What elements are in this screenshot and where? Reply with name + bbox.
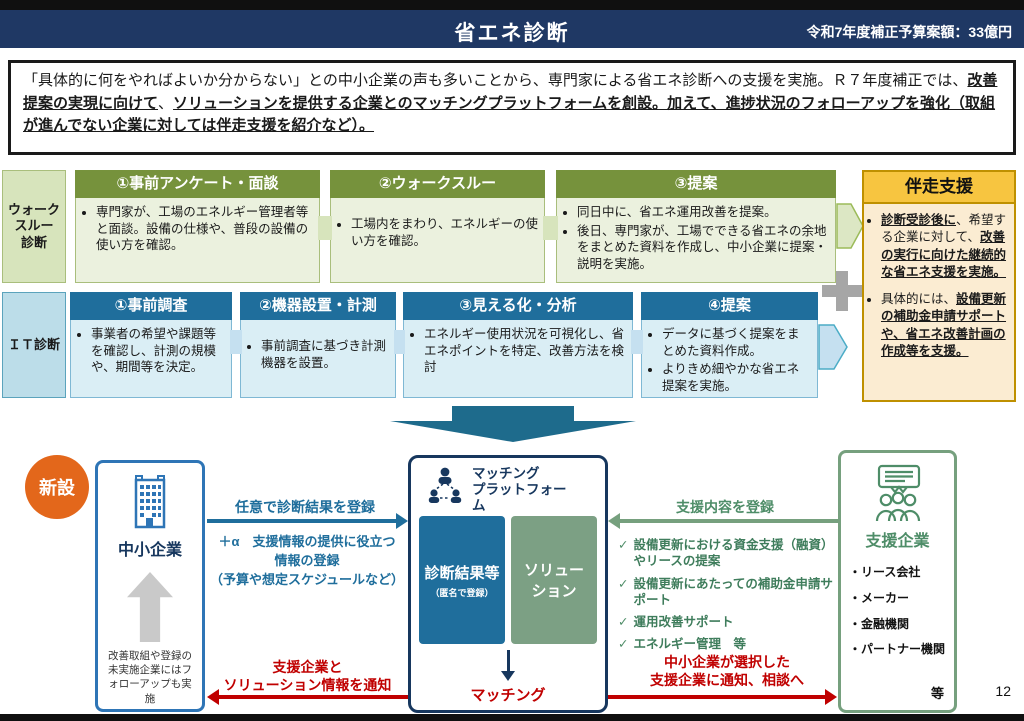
top-black-strip	[0, 0, 1024, 10]
checklist-item: 運用改善サポート	[633, 615, 734, 629]
supporters-name: 支援企業	[865, 533, 930, 550]
down-arrowhead-icon	[501, 671, 515, 681]
sme-note: 改善取組や登録の未実施企業にはフォローアップも実施	[108, 650, 192, 705]
walkthrough-label-line: スルー	[14, 218, 54, 234]
it-step-3-title: ③見える化・分析	[403, 292, 633, 320]
checklist-item: エネルギー管理 等	[633, 637, 746, 652]
connector	[394, 330, 405, 354]
supporter-item: ・パートナー機関	[849, 642, 946, 657]
notify-supporter-label: 中小企業が選択した 支援企業に通知、相談へ	[650, 654, 804, 689]
companion-support-box: 伴走支援 診断受診後に、希望する企業に対して、改善の実行に向けた継続的な省エネ支…	[862, 170, 1016, 402]
support-checklist: ✓ 設備更新における資金支援（融資）やリースの提案 ✓ 設備更新にあたっての補助金申…	[618, 537, 840, 659]
supporters-box: 支援企業 ・リース会社 ・メーカー ・金融機関 ・パートナー機関 等	[838, 450, 957, 713]
wt-step-2: ②ウォークスルー 工場内をまわり、エネルギーの使い方を確認。	[330, 170, 545, 283]
up-arrow-icon	[127, 572, 173, 642]
checklist-item: 設備更新にあたっての補助金申請サポート	[633, 576, 833, 607]
down-arrow-icon	[506, 650, 510, 672]
companion-support-title: 伴走支援	[864, 172, 1014, 204]
diagnosis-results-label: 診断結果等	[424, 564, 500, 582]
budget-label: 令和7年度補正予算案額：33億円	[806, 24, 1012, 40]
it-step-1: ①事前調査 事業者の希望や課題等を確認し、計測の規模や、期間等を決定。	[70, 292, 232, 398]
it-step-2-bullet: 事前調査に基づき計測機器を設置。	[261, 338, 389, 371]
notify-sme-label: 支援企業と ソリューション情報を通知	[223, 659, 392, 694]
it-step-3-bullet: エネルギー使用状況を可視化し、省エネポイントを特定、改善方法を検討	[424, 326, 626, 376]
wt-step-1-title: ①事前アンケート・面談	[75, 170, 320, 198]
it-step-2: ②機器設置・計測 事前調査に基づき計測機器を設置。	[240, 292, 396, 398]
page-title: 省エネ診断	[454, 22, 570, 45]
blue-flow-arrow-icon	[818, 324, 848, 375]
green-arrowhead-icon	[608, 513, 620, 529]
red-right-arrow-line	[608, 695, 825, 699]
green-flow-arrow-icon	[836, 203, 864, 254]
intro-box: 「具体的に何をやればよいか分からない」との中小企業の声も多いことから、専門家によ…	[8, 60, 1016, 155]
it-step-1-title: ①事前調査	[70, 292, 232, 320]
walkthrough-label-line: 診断	[20, 234, 47, 250]
register-support-label: 支援内容を登録	[676, 499, 774, 515]
matching-platform-box: マッチング プラットフォーム 診断結果等 （匿名で登録） ソリューション マッチ…	[408, 455, 608, 713]
sme-box: 中小企業 改善取組や登録の未実施企業にはフォローアップも実施	[95, 460, 205, 712]
platform-title: マッチング プラットフォーム	[472, 466, 567, 514]
wt-step-3-title: ③提案	[556, 170, 836, 198]
supporters-people-icon	[875, 464, 920, 522]
wt-step-2-bullet: 工場内をまわり、エネルギーの使い方を確認。	[351, 216, 538, 249]
sme-name: 中小企業	[117, 542, 182, 559]
diagnosis-results-sub: （匿名で登録）	[430, 587, 494, 598]
green-arrow-line	[620, 519, 838, 523]
companion-support-bullet: 具体的には、設備更新の補助金申請サポートや、省エネ改善計画の作成等を支援。	[881, 291, 1009, 360]
title-bar: 省エネ診断 令和7年度補正予算案額：33億円	[0, 10, 1024, 48]
it-step-1-bullet: 事業者の希望や課題等を確認し、計測の規模や、期間等を決定。	[91, 326, 225, 376]
network-people-icon	[428, 467, 462, 503]
blue-arrowhead-icon	[396, 513, 408, 529]
solution-label: ソリューション	[523, 562, 584, 600]
wt-step-1: ①事前アンケート・面談 専門家が、工場のエネルギー管理者等と面談。設備の仕様や、…	[75, 170, 320, 283]
it-step-4-bullet: よりきめ細やかな省エネ提案を実施。	[662, 361, 811, 394]
plus-icon	[822, 271, 862, 311]
wt-step-2-title: ②ウォークスルー	[330, 170, 545, 198]
blue-arrow-line	[207, 519, 397, 523]
walkthrough-row-label: ウォーク スルー 診断	[2, 170, 66, 283]
wt-step-3: ③提案 同日中に、省エネ運用改善を提案。 後日、専門家が、工場でできる省エネの余…	[556, 170, 836, 283]
it-step-4-bullet: データに基づく提案をまとめた資料作成。	[662, 326, 811, 359]
supporter-item: ・リース会社	[849, 565, 921, 579]
supporter-item: ・メーカー	[849, 590, 910, 605]
solution-box: ソリューション	[511, 516, 597, 644]
it-label: ＩＴ診断	[7, 336, 60, 352]
page-number: 12	[995, 683, 1011, 699]
companion-support-bullet: 診断受診後に、希望する企業に対して、改善の実行に向けた継続的な省エネ支援を実施。	[881, 212, 1009, 281]
walkthrough-label-line: ウォーク	[7, 202, 60, 218]
red-left-arrow-line	[219, 695, 408, 699]
big-down-arrow-icon	[390, 406, 636, 447]
etc-label: 等	[930, 686, 944, 701]
check-icon: ✓	[618, 637, 629, 652]
it-step-2-title: ②機器設置・計測	[240, 292, 396, 320]
it-step-4-title: ④提案	[641, 292, 818, 320]
new-badge: 新設	[25, 455, 89, 519]
connector	[318, 216, 332, 240]
connector	[230, 330, 242, 354]
check-icon: ✓	[618, 576, 629, 591]
it-step-3: ③見える化・分析 エネルギー使用状況を可視化し、省エネポイントを特定、改善方法を…	[403, 292, 633, 398]
check-icon: ✓	[618, 538, 629, 552]
connector	[631, 330, 643, 354]
check-icon: ✓	[618, 615, 629, 629]
wt-step-3-bullet: 同日中に、省エネ運用改善を提案。	[577, 204, 829, 221]
register-results-label: 任意で診断結果を登録	[235, 499, 375, 515]
wt-step-1-bullet: 専門家が、工場のエネルギー管理者等と面談。設備の仕様や、普段の設備の使い方を確認…	[96, 204, 313, 254]
it-row-label: ＩＴ診断	[2, 292, 66, 398]
supporter-item: ・金融機関	[849, 616, 910, 631]
plus-alpha-note: ＋α 支援情報の提供に役立つ 情報の登録 （予算や想定スケジュールなど）	[209, 534, 405, 587]
bottom-black-strip	[0, 714, 1024, 721]
red-right-arrowhead-icon	[825, 689, 837, 705]
building-icon	[134, 475, 166, 529]
checklist-item: 設備更新における資金支援（融資）やリースの提案	[633, 538, 834, 569]
matching-label: マッチング	[470, 687, 546, 704]
red-left-arrowhead-icon	[207, 689, 219, 705]
intro-text: 「具体的に何をやればよいか分からない」との中小企業の声も多いことから、専門家によ…	[23, 72, 998, 134]
wt-step-3-bullet: 後日、専門家が、工場でできる省エネの余地をまとめた資料を作成し、中小企業に提案・…	[577, 223, 829, 273]
diagnosis-results-box: 診断結果等 （匿名で登録）	[419, 516, 505, 644]
it-step-4: ④提案 データに基づく提案をまとめた資料作成。 よりきめ細やかな省エネ提案を実施…	[641, 292, 818, 398]
connector	[543, 216, 558, 240]
